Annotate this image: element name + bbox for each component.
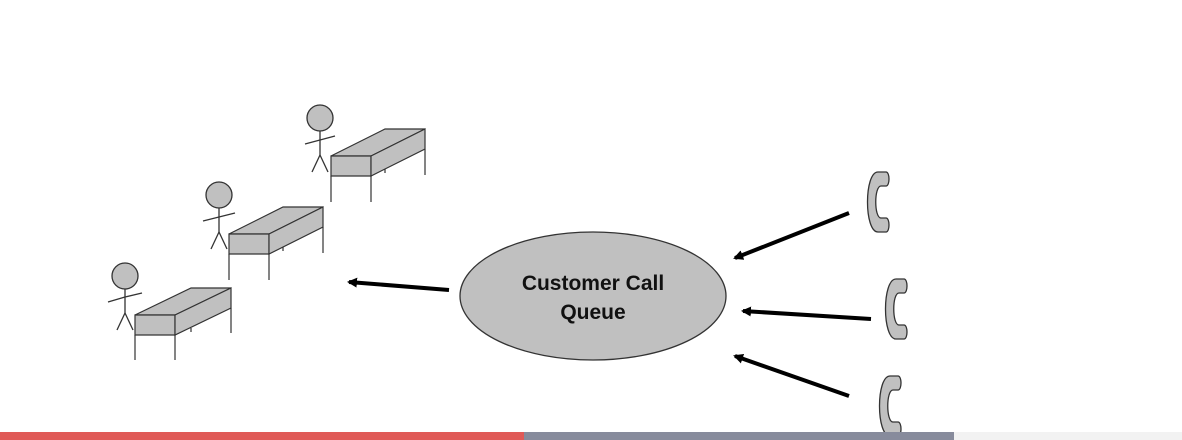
agent-3 (304, 104, 426, 202)
queue-to-agents-arrow (347, 277, 450, 292)
phone-handset-icon (878, 375, 902, 432)
call-arrow-top (733, 211, 850, 260)
call-arrow-bottom (733, 353, 850, 398)
progress-segment-1 (0, 432, 524, 440)
bottom-progress-bar (0, 432, 1182, 440)
agent-2 (202, 181, 324, 280)
agent-1 (107, 262, 232, 360)
queue-label-line2: Queue (560, 301, 625, 324)
customer-call-queue: Customer Call Queue (459, 231, 727, 361)
progress-segment-3 (953, 432, 1182, 440)
desk-icon (330, 128, 426, 202)
queue-label-line1: Customer Call (522, 272, 664, 295)
queue-ellipse (459, 231, 727, 361)
call-arrow-middle (741, 306, 872, 321)
stick-figure-icon (107, 262, 143, 331)
phone-handset-icon (884, 278, 908, 340)
progress-segment-2 (523, 432, 954, 440)
phone-handset-icon (866, 171, 890, 233)
desk-icon (228, 206, 324, 280)
stick-figure-icon (304, 104, 336, 173)
desk-icon (134, 287, 232, 360)
stick-figure-icon (202, 181, 236, 250)
